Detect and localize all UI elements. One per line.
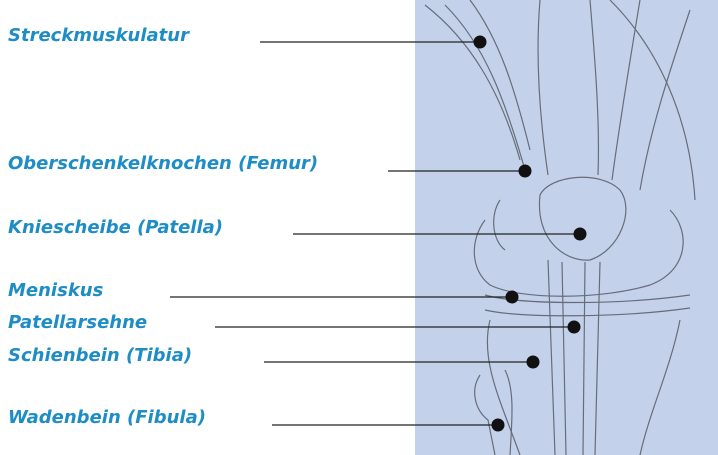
marker-dot-fibula	[492, 419, 505, 432]
marker-dot-patellarsehne	[568, 321, 581, 334]
label-patella: Kniescheibe (Patella)	[8, 217, 223, 239]
label-streckmuskulatur: Streckmuskulatur	[8, 25, 189, 47]
label-meniskus: Meniskus	[8, 280, 103, 302]
label-tibia: Schienbein (Tibia)	[8, 345, 192, 367]
marker-dot-meniskus	[506, 291, 519, 304]
leader-lines	[170, 42, 580, 425]
marker-dot-tibia	[527, 356, 540, 369]
label-patellarsehne: Patellarsehne	[8, 312, 147, 334]
marker-dot-femur	[519, 165, 532, 178]
label-fibula: Wadenbein (Fibula)	[8, 407, 206, 429]
label-femur: Oberschenkelknochen (Femur)	[8, 153, 318, 175]
marker-dot-streckmuskulatur	[474, 36, 487, 49]
knee-drawing	[425, 0, 695, 455]
marker-dot-patella	[574, 228, 587, 241]
